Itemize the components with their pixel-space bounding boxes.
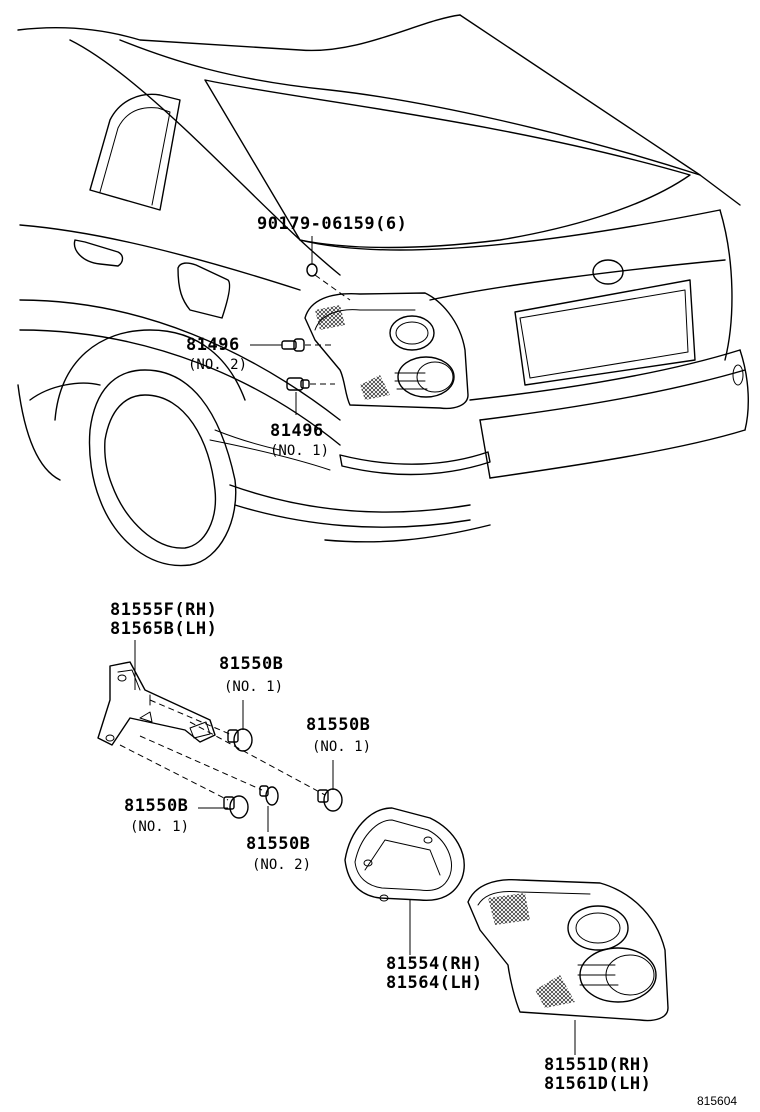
bulb-no2-icon (281, 338, 305, 352)
bulb-b-part-number: 81550B (306, 715, 371, 735)
bulb-81550b-d-icon (259, 785, 279, 806)
bulb-d-note: (NO. 2) (252, 857, 312, 873)
gasket-drawing (344, 807, 465, 902)
tail-lamp-assembly-drawing (467, 878, 669, 1022)
bulb-c-part-number: 81550B (124, 796, 189, 816)
lamp-assy-lh-number: 81561D(LH) (544, 1074, 652, 1094)
bulb-upper-part-number: 81496 (186, 335, 240, 355)
bulb-a-part-number: 81550B (219, 654, 284, 674)
bulb-81550b-b-icon (317, 788, 343, 812)
figure-code: 815604 (697, 1094, 738, 1108)
socket-plate-drawing (97, 661, 216, 746)
bulb-c-note: (NO. 1) (130, 819, 190, 835)
bulb-lower-part-number: 81496 (270, 421, 324, 441)
car-rear-illustration (17, 14, 749, 567)
bulb-81550b-a-icon (227, 728, 253, 752)
lamp-assy-rh-number: 81551D(RH) (544, 1055, 652, 1075)
bulb-no1-icon (286, 377, 310, 391)
bulb-upper-note: (NO. 2) (188, 357, 248, 373)
gasket-rh-number: 81554(RH) (386, 954, 483, 974)
socket-plate-rh-number: 81555F(RH) (110, 600, 218, 620)
bulb-b-note: (NO. 1) (312, 739, 372, 755)
gasket-lh-number: 81564(LH) (386, 973, 483, 993)
bulb-lower-note: (NO. 1) (270, 443, 330, 459)
socket-plate-lh-number: 81565B(LH) (110, 619, 218, 639)
bulb-d-part-number: 81550B (246, 834, 311, 854)
screw-part-number: 90179-06159(6) (257, 214, 408, 234)
bulb-81550b-c-icon (223, 795, 249, 819)
bulb-a-note: (NO. 1) (224, 679, 284, 695)
